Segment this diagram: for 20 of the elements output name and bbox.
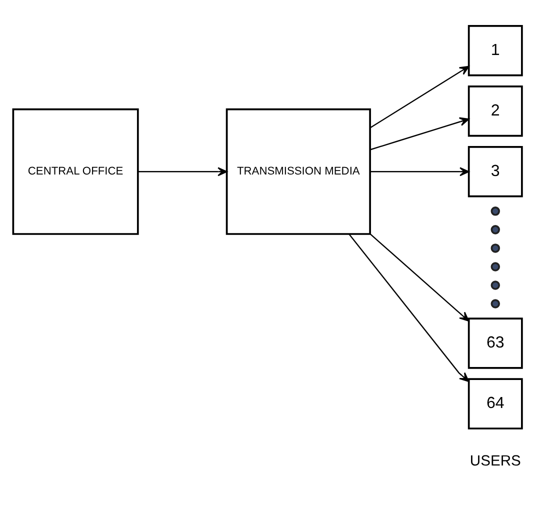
node-box: TRANSMISSION MEDIA [226, 108, 371, 235]
label: USERS [470, 454, 521, 470]
node-circle [490, 262, 500, 272]
node-circle [490, 244, 500, 253]
node-box: 2 [468, 86, 523, 137]
node-box: 63 [468, 318, 523, 369]
node-circle [490, 280, 500, 290]
node-box: 3 [468, 146, 523, 198]
node-circle [490, 206, 500, 216]
node-box: CENTRAL OFFICE [12, 108, 139, 235]
node-circle [490, 299, 500, 308]
arrow [370, 167, 470, 176]
node-box: 1 [468, 25, 523, 76]
arrow [348, 234, 470, 382]
arrow [370, 234, 470, 322]
arrow [138, 167, 228, 176]
node-box: 64 [468, 378, 523, 430]
node-circle [490, 225, 500, 234]
arrow [370, 66, 470, 128]
arrow [370, 117, 470, 150]
